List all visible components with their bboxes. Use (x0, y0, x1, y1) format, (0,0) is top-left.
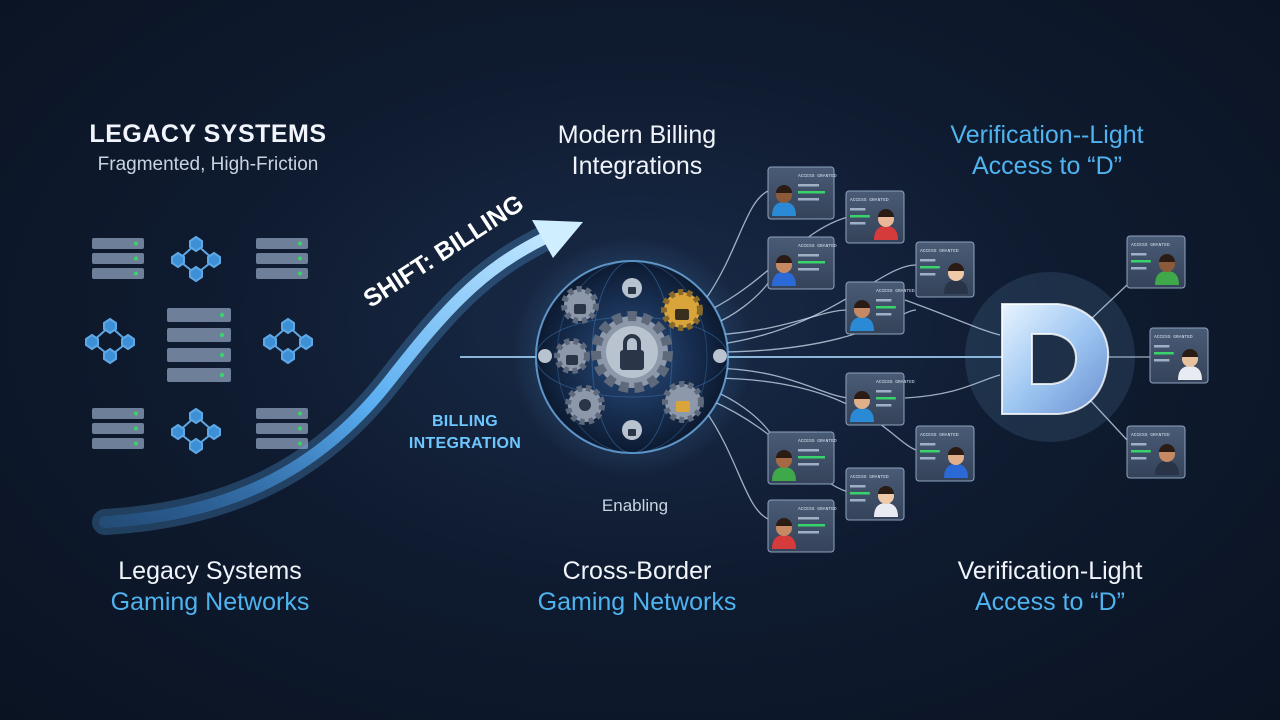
avatar (850, 391, 874, 422)
access-granted-text: ACCESS GRANTED (798, 438, 837, 444)
access-granted-text: ACCESS GRANTED (850, 474, 889, 480)
access-granted-card: ACCESS GRANTED (767, 236, 837, 290)
gear-lock-icon (591, 311, 673, 393)
gear-lock-icon (554, 338, 590, 374)
gaming-networks-bottom-label: Gaming Networks (110, 588, 310, 616)
billing-integration-label-line2: INTEGRATION (408, 435, 522, 452)
access-granted-card: ACCESS GRANTED (845, 281, 915, 335)
access-granted-text: ACCESS GRANTED (876, 288, 915, 294)
lock-icon (713, 349, 727, 363)
access-granted-card: ACCESS GRANTED (767, 499, 837, 553)
access-granted-card: ACCESS GRANTED (767, 166, 837, 220)
server-stack-icon (256, 238, 308, 279)
server-stack-icon (92, 238, 144, 279)
legacy-systems-subtitle: Fragmented, High-Friction (97, 154, 319, 175)
access-granted-text: ACCESS GRANTED (920, 248, 959, 254)
verification-light-bottom-label: Verification-Light (957, 557, 1143, 585)
access-granted-text: ACCESS GRANTED (1131, 242, 1170, 248)
access-granted-card: ACCESS GRANTED (767, 431, 837, 485)
access-card-group: ACCESS GRANTED ACCESS GRANTED ACCESS GRANT… (767, 166, 1209, 553)
shift-arrow (92, 220, 583, 535)
avatar (1178, 349, 1202, 380)
avatar (1155, 444, 1179, 475)
access-granted-card: ACCESS GRANTED (845, 372, 915, 426)
gear-lock-icon (661, 289, 703, 331)
access-granted-card: ACCESS GRANTED (915, 425, 975, 482)
avatar (1155, 254, 1179, 285)
access-granted-card: ACCESS GRANTED (1126, 235, 1186, 289)
legacy-systems-title: LEGACY SYSTEMS (89, 120, 327, 148)
access-granted-card: ACCESS GRANTED (1149, 327, 1209, 384)
server-stack-icon (167, 308, 231, 382)
gear-lock-icon (561, 286, 599, 324)
avatar (772, 450, 796, 481)
access-to-d-bottom-label: Access to “D” (974, 588, 1126, 616)
enabling-label: Enabling (601, 496, 669, 515)
avatar (772, 185, 796, 216)
access-granted-text: ACCESS GRANTED (850, 197, 889, 203)
billing-integration-label-line1: BILLING (431, 413, 499, 430)
integrations-title: Integrations (571, 152, 703, 180)
network-nodes-icon (263, 317, 313, 365)
server-stack-icon (256, 408, 308, 449)
access-granted-text: ACCESS GRANTED (798, 243, 837, 249)
avatar (944, 263, 968, 294)
cross-border-gaming-networks-label: Gaming Networks (537, 588, 737, 616)
avatar (874, 486, 898, 517)
access-granted-text: ACCESS GRANTED (1131, 432, 1170, 438)
access-granted-card: ACCESS GRANTED (845, 467, 905, 521)
access-granted-card: ACCESS GRANTED (1126, 425, 1186, 479)
access-granted-text: ACCESS GRANTED (1154, 334, 1193, 340)
access-granted-text: ACCESS GRANTED (798, 506, 837, 512)
access-to-d-title: Access to “D” (971, 152, 1123, 180)
avatar (772, 255, 796, 286)
network-nodes-icon (171, 235, 221, 283)
access-granted-text: ACCESS GRANTED (798, 173, 837, 179)
modern-billing-title: Modern Billing (557, 121, 717, 149)
avatar (772, 518, 796, 549)
avatar (944, 447, 968, 478)
gear-lock-icon (565, 385, 605, 425)
access-granted-text: ACCESS GRANTED (920, 432, 959, 438)
access-granted-card: ACCESS GRANTED (915, 241, 975, 298)
access-granted-text: ACCESS GRANTED (876, 379, 915, 385)
lock-icon (538, 349, 552, 363)
network-nodes-icon (85, 317, 135, 365)
lock-icon (622, 420, 642, 440)
avatar (850, 300, 874, 331)
verification-light-title: Verification--Light (950, 121, 1144, 149)
gear-lock-icon (662, 381, 704, 423)
avatar (874, 209, 898, 240)
access-granted-card: ACCESS GRANTED (845, 190, 905, 244)
cross-border-label: Cross-Border (562, 557, 712, 585)
server-stack-icon (92, 408, 144, 449)
crystal-d-logo (965, 272, 1135, 442)
lock-icon (622, 278, 642, 298)
network-nodes-icon (171, 407, 221, 455)
legacy-systems-bottom-label: Legacy Systems (118, 557, 302, 585)
